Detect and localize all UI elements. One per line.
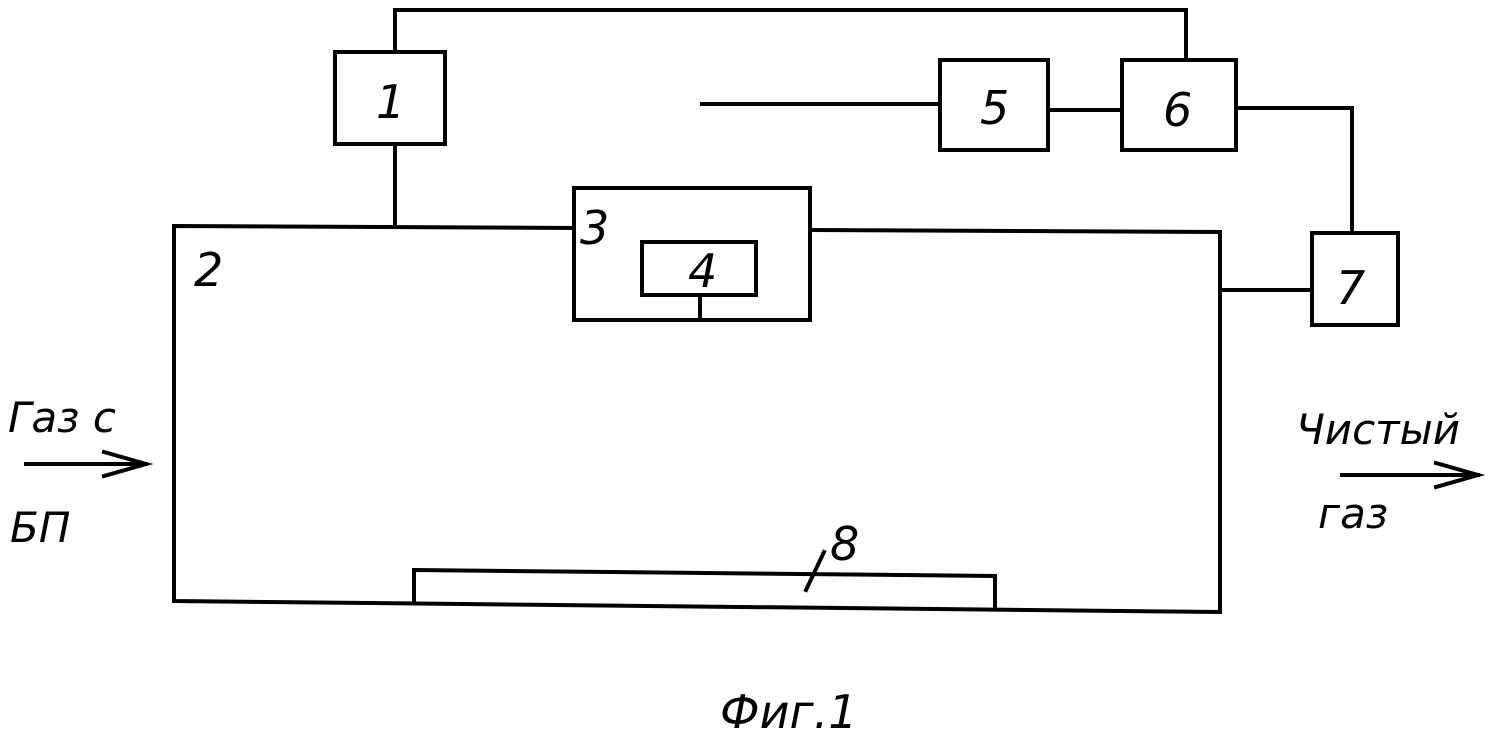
inlet-label-line2: БП [10, 503, 70, 552]
block-6-label: 6 [1163, 83, 1192, 137]
figure-caption: Фиг.1 [720, 685, 858, 738]
link-6-to-7 [1234, 106, 1354, 235]
chamber-2-label: 2 [194, 243, 223, 297]
outlet-label-line2: газ [1318, 489, 1388, 538]
block-1-label: 1 [376, 75, 405, 129]
block-7 [1310, 231, 1400, 327]
block-7-label: 7 [1336, 261, 1365, 315]
block-5-label: 5 [980, 81, 1009, 135]
element-8-label: 8 [830, 517, 859, 571]
block-6 [1120, 58, 1238, 152]
element-8 [412, 567, 997, 610]
block-3-label: 3 [580, 201, 609, 255]
outlet-arrow-icon [1340, 460, 1486, 490]
top-connection-line [393, 8, 1188, 62]
inlet-arrow-icon [24, 449, 154, 479]
chamber-2 [172, 223, 1222, 615]
block-4-label: 4 [688, 244, 717, 298]
block-3 [572, 186, 812, 322]
outlet-label-line1: Чистый [1296, 405, 1460, 454]
block-5 [938, 58, 1050, 152]
element-8-leader [803, 549, 827, 593]
inlet-label-line1: Газ с [8, 393, 116, 442]
block-1 [333, 50, 447, 146]
